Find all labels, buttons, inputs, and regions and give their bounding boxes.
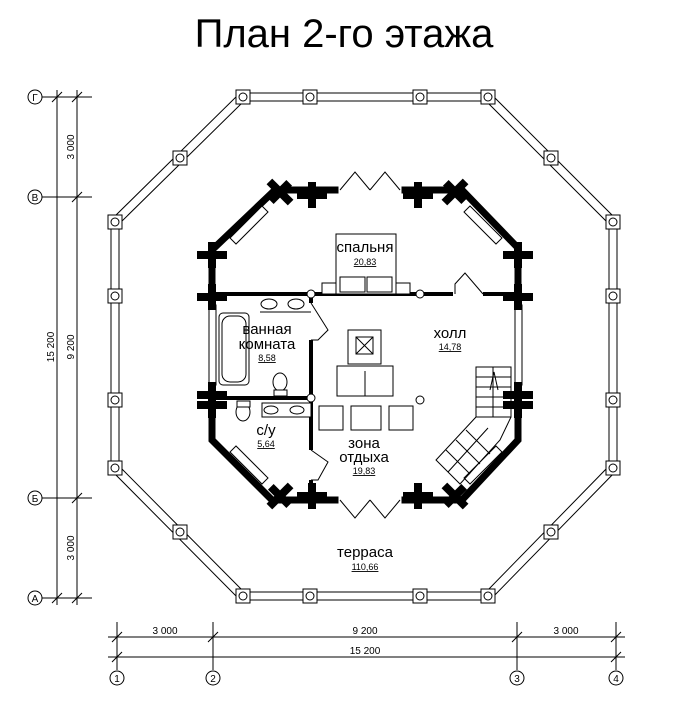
room-area: 19,83 [353, 466, 376, 476]
terrace-post [543, 150, 559, 166]
terrace-post [605, 288, 621, 304]
room-area: 14,78 [439, 342, 462, 352]
wall-joint [197, 284, 227, 310]
room-name: спальня [337, 239, 394, 256]
wall-joint [403, 182, 433, 208]
room-area: 110,66 [352, 562, 379, 572]
axis-label-row: В [32, 193, 39, 204]
room-name: ванная [242, 321, 291, 338]
plan-title: План 2-го этажа [194, 12, 494, 56]
dimension-text: 3 000 [66, 535, 77, 560]
wall-joint [297, 182, 327, 208]
axis-label-column: 2 [210, 674, 216, 685]
room-name: комната [239, 336, 296, 353]
staircase [435, 366, 512, 485]
room-name: терраса [337, 544, 394, 561]
room-name: зона [348, 435, 380, 452]
horizontal-dimensions [108, 622, 625, 686]
furniture [218, 233, 425, 431]
dimension-text: 9 200 [66, 334, 77, 359]
wall-joint [503, 284, 533, 310]
room-name: с/у [256, 422, 276, 439]
terrace-post [107, 214, 123, 230]
room-area: 20,83 [354, 257, 377, 267]
wall-joint [441, 178, 469, 206]
axis-label-row: Г [32, 93, 38, 104]
wall-joint [266, 178, 294, 206]
terrace-post [543, 524, 559, 540]
doors [310, 171, 484, 519]
terrace-posts [107, 89, 621, 604]
dimension-text: 3 000 [152, 626, 177, 637]
room-area: 5,64 [257, 439, 275, 449]
terrace-post [302, 588, 318, 604]
wall-joint [266, 482, 294, 510]
log-wall-joints [197, 178, 533, 510]
axis-label-column: 4 [613, 674, 619, 685]
axis-label-column: 1 [114, 674, 120, 685]
terrace-post [107, 392, 123, 408]
room-area: 8,58 [258, 353, 276, 363]
dimension-text: 3 000 [553, 626, 578, 637]
terrace-post [235, 89, 251, 105]
vertical-dimensions [27, 89, 92, 606]
terrace-post [172, 524, 188, 540]
terrace-post [412, 89, 428, 105]
wall-joint [403, 483, 433, 509]
terrace-post [302, 89, 318, 105]
axis-label-row: А [32, 594, 39, 605]
dimension-text: 15 200 [350, 646, 381, 657]
dimension-text: 9 200 [352, 626, 377, 637]
terrace-post [235, 588, 251, 604]
wall-joint [441, 482, 469, 510]
room-name: холл [434, 325, 467, 342]
axis-label-row: Б [32, 494, 39, 505]
room-name: отдыха [339, 449, 389, 466]
wall-joint [503, 382, 533, 408]
terrace-post [605, 460, 621, 476]
dimension-text: 3 000 [66, 134, 77, 159]
terrace-post [480, 89, 496, 105]
terrace-post [172, 150, 188, 166]
wall-joint [197, 382, 227, 408]
terrace-post [107, 460, 123, 476]
wall-joint [197, 242, 227, 268]
dimension-text: 15 200 [46, 331, 57, 362]
wall-joint [503, 242, 533, 268]
terrace-post [107, 288, 123, 304]
terrace-post [480, 588, 496, 604]
terrace-post [412, 588, 428, 604]
terrace-post [605, 214, 621, 230]
axis-label-column: 3 [514, 674, 520, 685]
terrace-post [605, 392, 621, 408]
